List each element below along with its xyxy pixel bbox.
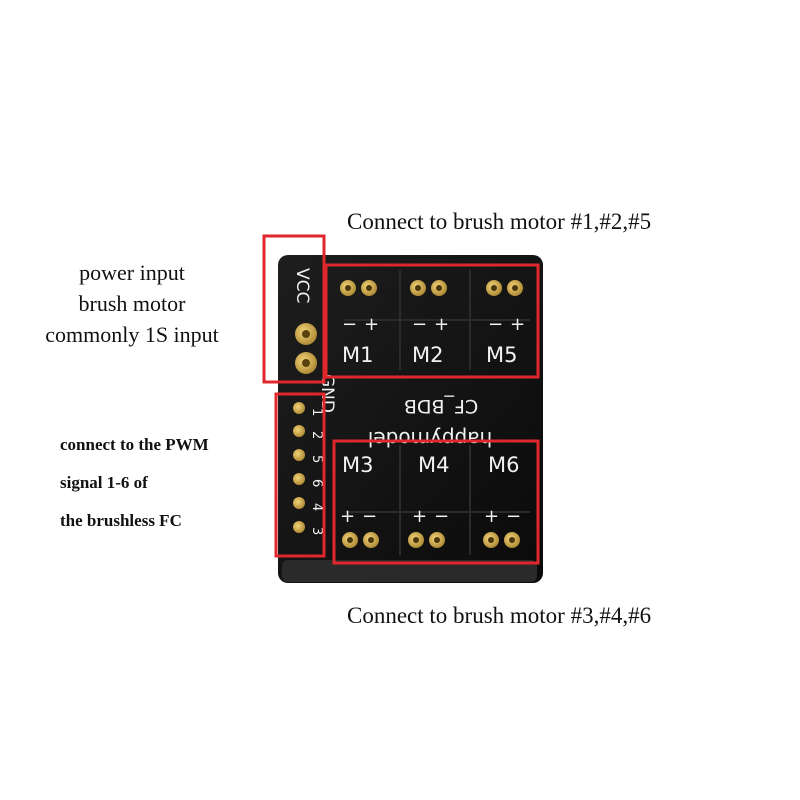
signal-pin-3 [293,521,305,533]
signal-pins [293,402,305,533]
caption-pwm-line: signal 1-6 of [60,473,148,492]
signal-pin-label: 5 [309,455,324,463]
bottom-motor-pad-holes [347,537,515,543]
pad-hole [366,285,372,291]
polarity-plus: + [412,506,427,527]
bottom-polarity-labels: + − + − + − [340,506,521,527]
polarity-minus: − [412,314,427,335]
caption-power-line: brush motor [78,291,186,316]
top-polarity-labels: − + − + − + [342,314,525,335]
power-pads [295,323,317,374]
power-highlight-box [262,234,326,384]
pad-hole [436,285,442,291]
polarity-plus: + [364,314,379,335]
signal-pin-1 [293,402,305,414]
pcb-traces [345,270,530,555]
bottom-motors-highlight-box [332,439,540,565]
polarity-minus: − [362,506,377,527]
signal-pin-labels: 1 2 5 6 4 3 [309,408,324,535]
signal-pin-label: 6 [309,479,324,487]
vcc-label: VCC [292,268,312,303]
pcb-edge-shadow [282,560,537,582]
pad-hole [434,537,440,543]
pad-hole [512,285,518,291]
polarity-plus: + [510,314,525,335]
pwm-highlight-box [274,392,326,558]
motor-label-m6: M6 [488,453,519,477]
gnd-pad-hole [302,359,310,367]
motor-label-m2: M2 [412,343,443,367]
caption-power-line: commonly 1S input [45,322,219,347]
highlight-boxes [262,234,540,565]
motor-label-m5: M5 [486,343,517,367]
pad-hole [413,537,419,543]
signal-pin-2 [293,425,305,437]
motor-label-m3: M3 [342,453,373,477]
signal-pin-label: 3 [309,527,324,535]
pad-hole [491,285,497,291]
polarity-plus: + [434,314,449,335]
polarity-minus: − [342,314,357,335]
vcc-pad-hole [302,330,310,338]
caption-bottom-motors: Connect to brush motor #3,#4,#6 [347,603,652,628]
pad-hole [368,537,374,543]
board-brand: happymodel [368,427,492,451]
polarity-minus: − [506,506,521,527]
caption-power-input: power input brush motor commonly 1S inpu… [14,257,250,350]
polarity-minus: − [488,314,503,335]
caption-power-line: power input [79,260,185,285]
pcb-board [278,255,543,583]
polarity-minus: − [434,506,449,527]
signal-pin-5 [293,449,305,461]
pad-hole [345,285,351,291]
caption-pwm-line: connect to the PWM [60,435,209,454]
signal-pin-label: 2 [309,431,324,439]
caption-top-motors: Connect to brush motor #1,#2,#5 [347,209,652,234]
pad-hole [488,537,494,543]
pad-hole [415,285,421,291]
caption-pwm-line: the brushless FC [60,511,182,530]
motor-label-m1: M1 [342,343,373,367]
signal-pin-label: 1 [309,408,324,416]
pad-hole [509,537,515,543]
signal-pin-4 [293,497,305,509]
caption-pwm-signal: connect to the PWM signal 1-6 of the bru… [60,426,209,540]
board-name: CF_BDB [404,395,478,417]
pad-hole [347,537,353,543]
top-motor-pad-holes [345,285,518,291]
gnd-label: GND [317,374,337,413]
polarity-plus: + [484,506,499,527]
signal-pin-label: 4 [309,503,324,511]
polarity-plus: + [340,506,355,527]
top-motors-highlight-box [324,263,540,379]
signal-pin-6 [293,473,305,485]
motor-label-m4: M4 [418,453,449,477]
